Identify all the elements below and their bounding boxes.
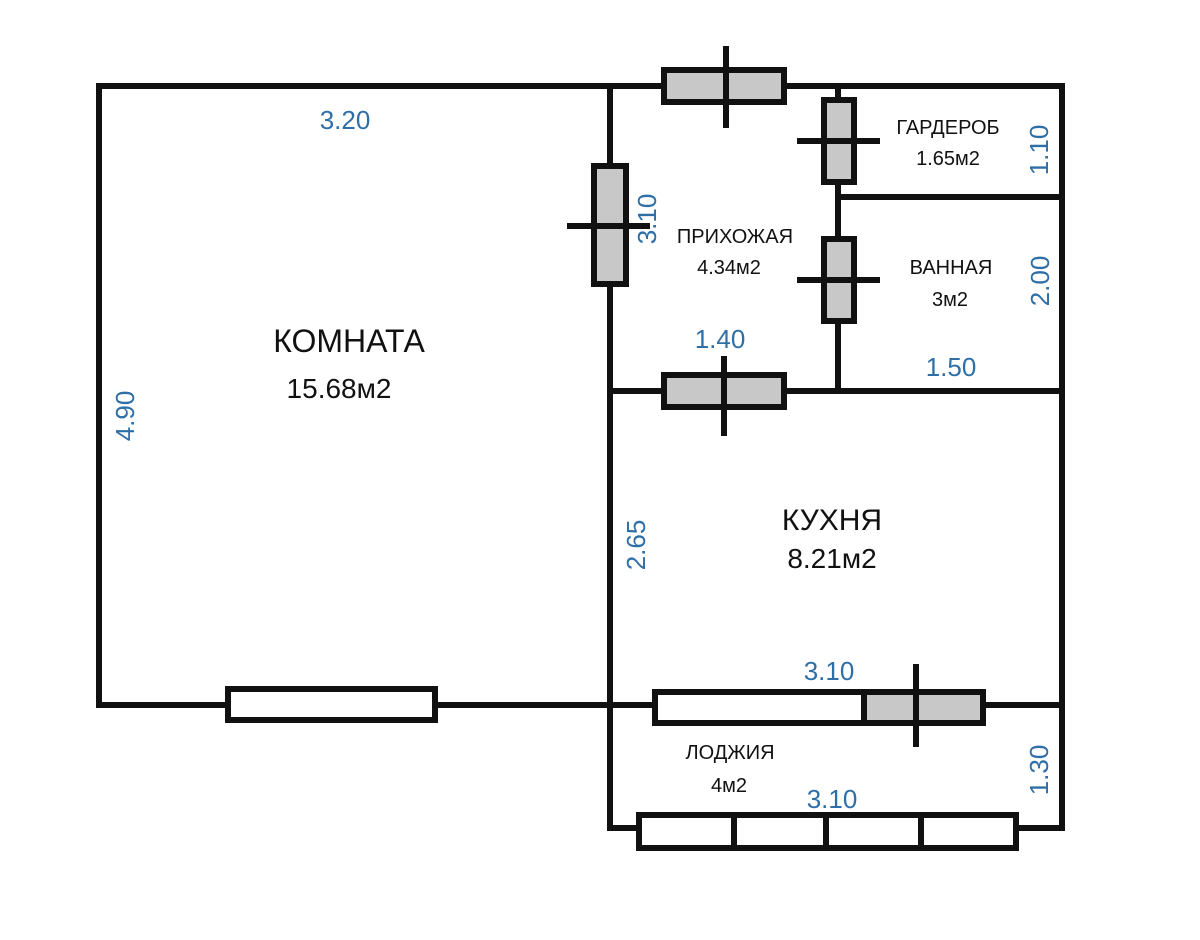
dimension-wardrobe-depth: 1.10 bbox=[1024, 125, 1054, 176]
dimension-kitchen-width: 3.10 bbox=[804, 656, 855, 686]
room-name-room: КОМНАТА bbox=[273, 323, 425, 359]
room-name-hallway: ПРИХОЖАЯ bbox=[677, 226, 793, 248]
room-name-wardrobe: ГАРДЕРОБ bbox=[896, 117, 999, 139]
dimension-kitchen-length: 2.65 bbox=[621, 520, 651, 571]
room-area-room: 15.68м2 bbox=[287, 373, 392, 404]
room-area-hallway: 4.34м2 bbox=[697, 257, 761, 279]
kitchen-door[interactable] bbox=[661, 356, 787, 436]
room-area-wardrobe: 1.65м2 bbox=[916, 148, 980, 170]
room-name-loggia: ЛОДЖИЯ bbox=[685, 742, 774, 764]
entrance-door[interactable] bbox=[661, 46, 787, 128]
dimension-hallway-length: 3.10 bbox=[632, 194, 662, 245]
dimension-room-width: 3.20 bbox=[320, 105, 371, 135]
dimension-loggia-width: 3.10 bbox=[807, 784, 858, 814]
dimension-room-length: 4.90 bbox=[110, 391, 140, 442]
room-name-bathroom: ВАННАЯ bbox=[910, 257, 993, 279]
dimension-loggia-depth: 1.30 bbox=[1024, 745, 1054, 796]
dimension-bathroom-length: 2.00 bbox=[1025, 256, 1055, 307]
dimension-bathroom-width: 1.50 bbox=[926, 352, 977, 382]
room-area-kitchen: 8.21м2 bbox=[787, 543, 876, 574]
kitchen-balcony-window-door[interactable] bbox=[652, 664, 986, 747]
bathroom-door[interactable] bbox=[797, 236, 880, 324]
room-window bbox=[225, 686, 438, 723]
room-area-bathroom: 3м2 bbox=[932, 289, 968, 311]
wardrobe-door[interactable] bbox=[797, 97, 880, 185]
dimension-hallway-width: 1.40 bbox=[695, 324, 746, 354]
room-name-kitchen: КУХНЯ bbox=[782, 504, 882, 537]
room-door[interactable] bbox=[567, 163, 650, 287]
loggia-window bbox=[636, 812, 1019, 851]
room-area-loggia: 4м2 bbox=[711, 775, 747, 797]
